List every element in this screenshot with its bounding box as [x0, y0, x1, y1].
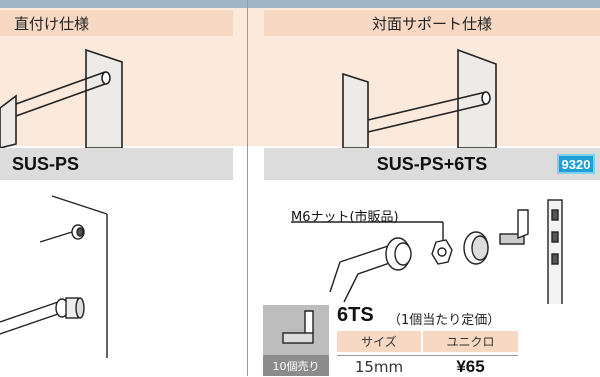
sale-unit-label: 10個売り: [263, 355, 329, 376]
parts-illustration: [291, 199, 563, 304]
face-support-label: 対面サポート仕様: [264, 10, 600, 36]
support-model-bar: SUS-PS+6TS: [264, 148, 600, 180]
table-divider: [337, 355, 518, 356]
table-header-size: サイズ: [337, 331, 421, 352]
nut-label: M6ナット(市販品): [291, 210, 399, 225]
product-name: 6TS: [337, 304, 374, 326]
section-divider: [247, 0, 248, 376]
catalog-code-badge: 9320: [557, 154, 595, 174]
bracket-icon: [282, 310, 314, 344]
price-note: （1個当たり定価）: [388, 313, 501, 328]
table-cell-price: ¥65: [456, 356, 485, 376]
table-header-finish: ユニクロ: [423, 331, 518, 352]
top-strip: [0, 0, 600, 8]
product-image: [263, 305, 329, 355]
direct-mount-detail-illustration: [0, 195, 108, 358]
face-support-illustration: [342, 48, 497, 148]
direct-mount-illustration: [0, 48, 123, 148]
table-cell-size: 15mm: [354, 357, 404, 376]
direct-model-bar: SUS-PS: [0, 148, 233, 180]
direct-mount-label: 直付け仕様: [0, 10, 233, 36]
